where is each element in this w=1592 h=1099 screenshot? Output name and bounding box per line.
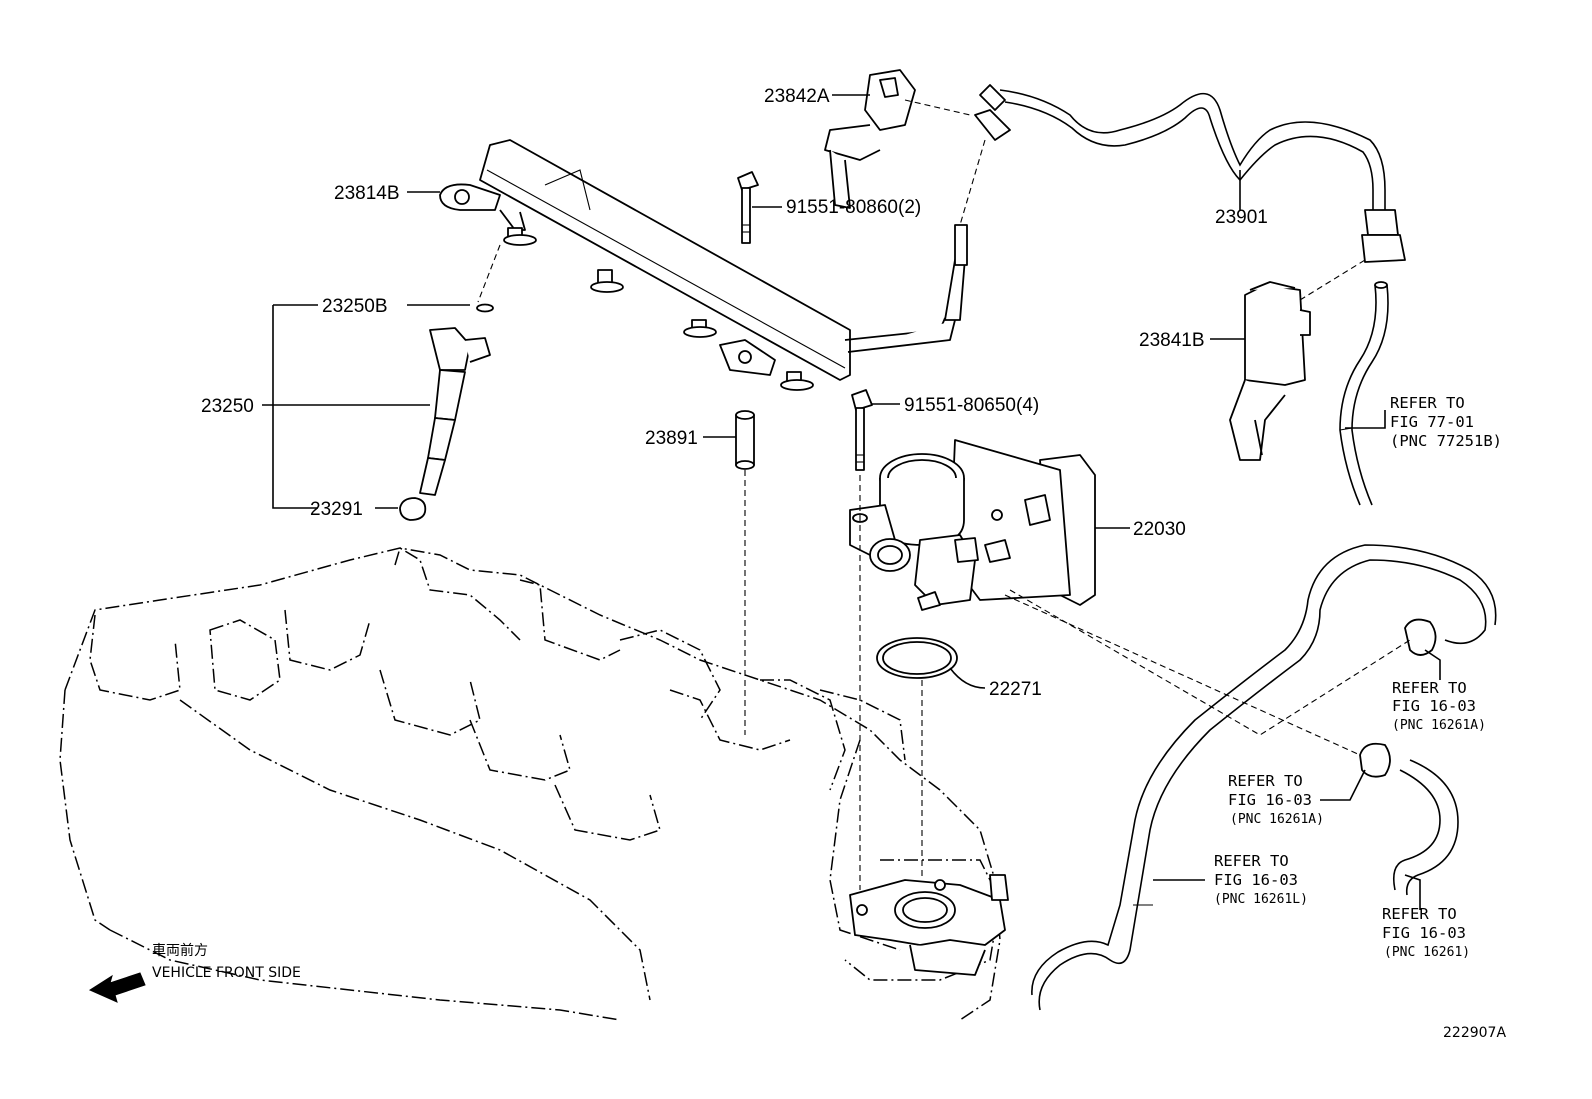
svg-text:FIG 16-03: FIG 16-03	[1382, 924, 1466, 942]
connector-23842A	[824, 69, 916, 209]
reference-16-03-a: REFER TO FIG 16-03 (PNC 16261A)	[1392, 679, 1486, 733]
connector-23841B	[1229, 281, 1311, 461]
hose-23901	[974, 84, 1406, 263]
label-23291: 23291	[310, 499, 363, 520]
arrow-left-icon	[88, 972, 146, 1003]
throttle-body-22030	[849, 439, 1096, 611]
svg-text:REFER TO: REFER TO	[1214, 852, 1289, 870]
svg-text:FIG 16-03: FIG 16-03	[1228, 791, 1312, 809]
vehicle-front-english: VEHICLE FRONT SIDE	[152, 965, 301, 981]
coolant-hoses	[1031, 544, 1497, 1011]
spacer-23891	[735, 410, 755, 470]
tube-ref-77-01	[1339, 281, 1389, 506]
label-23891: 23891	[645, 428, 698, 449]
svg-text:(PNC 16261A): (PNC 16261A)	[1230, 812, 1324, 827]
svg-text:REFER TO: REFER TO	[1382, 905, 1457, 923]
label-91551-80650: 91551-80650(4)	[904, 395, 1039, 416]
label-23250: 23250	[201, 396, 254, 417]
svg-text:(PNC 77251B): (PNC 77251B)	[1390, 432, 1502, 450]
engine-outline	[59, 546, 1001, 1021]
svg-text:REFER TO: REFER TO	[1390, 394, 1465, 412]
vehicle-front-japanese: 車両前方	[152, 942, 208, 959]
label-23841B: 23841B	[1139, 330, 1205, 351]
label-91551-80860: 91551-80860(2)	[786, 197, 921, 218]
reference-77-01: REFER TO FIG 77-01 (PNC 77251B)	[1390, 394, 1502, 450]
gasket-22271	[876, 637, 958, 679]
reference-16-03-l: REFER TO FIG 16-03 (PNC 16261L)	[1214, 852, 1308, 907]
label-23250B: 23250B	[322, 296, 388, 317]
reference-16-03-b: REFER TO FIG 16-03 (PNC 16261A)	[1228, 772, 1324, 827]
label-23814B: 23814B	[334, 183, 400, 204]
svg-text:(PNC 16261A): (PNC 16261A)	[1392, 718, 1486, 733]
label-22271: 22271	[989, 679, 1042, 700]
svg-text:(PNC 16261L): (PNC 16261L)	[1214, 892, 1308, 907]
leader-lines	[262, 94, 1441, 910]
bolt-91551-80860	[737, 171, 759, 244]
svg-text:FIG 77-01: FIG 77-01	[1390, 413, 1474, 431]
bolt-91551-80650	[851, 389, 873, 471]
diagram-id: 222907A	[1443, 1025, 1506, 1041]
svg-text:REFER TO: REFER TO	[1392, 679, 1467, 697]
alignment-lines	[477, 99, 1411, 890]
label-23842A: 23842A	[764, 86, 830, 107]
svg-text:FIG 16-03: FIG 16-03	[1392, 697, 1476, 715]
reference-16-03: REFER TO FIG 16-03 (PNC 16261)	[1382, 905, 1470, 960]
fuel-rail-23814B	[439, 139, 968, 391]
label-22030: 22030	[1133, 519, 1186, 540]
label-23901: 23901	[1215, 207, 1268, 228]
injector-23250	[399, 303, 494, 521]
svg-text:REFER TO: REFER TO	[1228, 772, 1303, 790]
svg-text:(PNC 16261): (PNC 16261)	[1384, 945, 1470, 960]
intake-flange	[849, 874, 1009, 976]
svg-text:FIG 16-03: FIG 16-03	[1214, 871, 1298, 889]
vehicle-front-indicator: 車両前方 VEHICLE FRONT SIDE	[88, 942, 301, 1003]
